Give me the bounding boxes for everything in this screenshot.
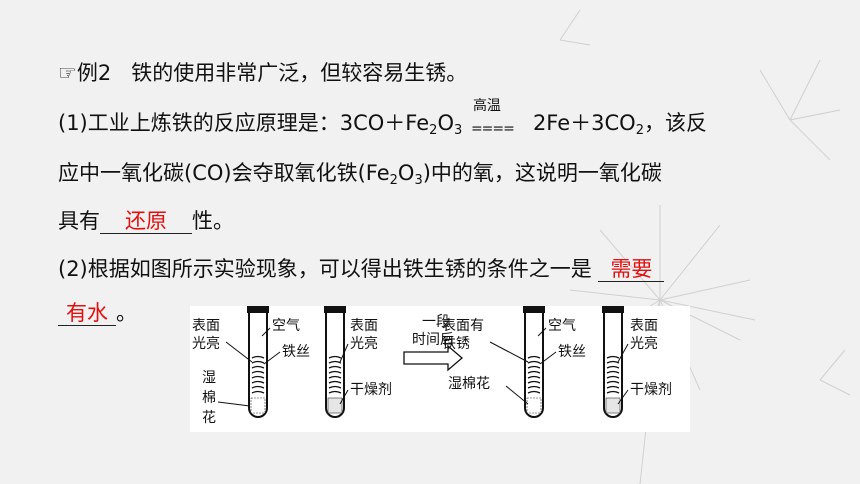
q1-line3: 具有还原性。 <box>58 206 234 236</box>
arrow-label-top: 一段 <box>422 314 450 330</box>
wire-label-2: 铁丝 <box>558 344 586 360</box>
example-heading: ☞例2 铁的使用非常广泛，但较容易生锈。 <box>58 58 467 88</box>
tube1-side-3: 花 <box>202 410 216 426</box>
experiment-diagram: 表面 光亮 湿 棉 花 空气 铁丝 表面 光亮 干燥剂 一段 时间后 表面有 铁… <box>192 305 672 426</box>
experiment-figure: 表面 光亮 湿 棉 花 空气 铁丝 表面 光亮 干燥剂 一段 时间后 表面有 铁… <box>190 305 690 432</box>
q1-answer-blank: 还原 <box>100 209 192 234</box>
q1-line3-text: 具有 <box>58 209 100 233</box>
oxygen-symbol: O <box>397 161 415 185</box>
q1-line1-text: (1)工业上炼铁的反应原理是：3CO＋Fe <box>58 111 430 135</box>
tube1-side-1: 湿 <box>202 370 216 386</box>
reaction-product: 2Fe＋3CO <box>532 111 636 135</box>
q2-line2-end: 。 <box>116 301 137 325</box>
q1-line2: 应中一氧化碳(CO)会夺取氧化铁(Fe2O3)中的氧，这说明一氧化碳 <box>58 158 662 196</box>
reaction-condition: 高温 ==== <box>469 98 533 138</box>
equals-sign: ==== <box>470 121 515 137</box>
example-title: 铁的使用非常广泛，但较容易生锈。 <box>131 61 468 85</box>
test-tube-1 <box>246 305 270 418</box>
test-tube-3 <box>522 305 546 418</box>
dry-agent-label: 干燥剂 <box>350 382 392 398</box>
arrow-label-bottom: 时间后 <box>412 332 454 348</box>
pointing-hand-icon: ☞ <box>58 61 77 85</box>
q2-line2: 有水。 <box>58 298 137 328</box>
right-arrow-icon <box>403 344 463 372</box>
tube3-surface-2: 铁锈 <box>442 336 470 352</box>
q2-line1: (2)根据如图所示实验现象，可以得出铁生锈的条件之一是 需要 <box>58 254 665 284</box>
subscript: 3 <box>414 173 423 188</box>
tube1-surface-1: 表面 <box>192 318 220 334</box>
tube4-surface-1: 表面 <box>630 318 658 334</box>
q1-line3-end: 性。 <box>192 209 234 233</box>
subscript: 2 <box>635 123 644 138</box>
q2-answer-blank-part2: 有水 <box>58 301 116 326</box>
dry-agent-label-2: 干燥剂 <box>630 382 672 398</box>
tube4-surface-2: 光亮 <box>630 335 658 352</box>
tube1-side-2: 棉 <box>202 389 216 406</box>
subscript: 2 <box>389 173 398 188</box>
tube3-side: 湿棉花 <box>448 375 490 392</box>
q1-line2-text: 应中一氧化碳(CO)会夺取氧化铁(Fe <box>58 161 390 185</box>
q1-line1: (1)工业上炼铁的反应原理是：3CO＋Fe2O3 高温====2Fe＋3CO2，… <box>58 98 707 146</box>
subscript: 2 <box>429 123 438 138</box>
condition-label: 高温 <box>472 98 501 114</box>
subscript: 3 <box>453 123 463 138</box>
q2-line1-text: (2)根据如图所示实验现象，可以得出铁生锈的条件之一是 <box>58 257 592 281</box>
test-tube-4 <box>601 305 625 418</box>
test-tube-2 <box>323 305 347 418</box>
air-label: 空气 <box>272 318 300 334</box>
example-number: 例2 <box>76 61 112 85</box>
q1-line1-end: ，该反 <box>643 111 707 135</box>
wire-label: 铁丝 <box>282 344 310 360</box>
tube2-surface-2: 光亮 <box>350 335 378 352</box>
tube3-surface-1: 表面有 <box>442 318 484 334</box>
q2-answer-blank-part1: 需要 <box>598 257 665 282</box>
tube2-surface-1: 表面 <box>350 318 378 334</box>
air-label-2: 空气 <box>548 318 576 334</box>
oxygen-symbol: O <box>437 111 454 135</box>
q1-line2-end: )中的氧，这说明一氧化碳 <box>422 161 662 185</box>
tube1-surface-2: 光亮 <box>192 335 220 352</box>
